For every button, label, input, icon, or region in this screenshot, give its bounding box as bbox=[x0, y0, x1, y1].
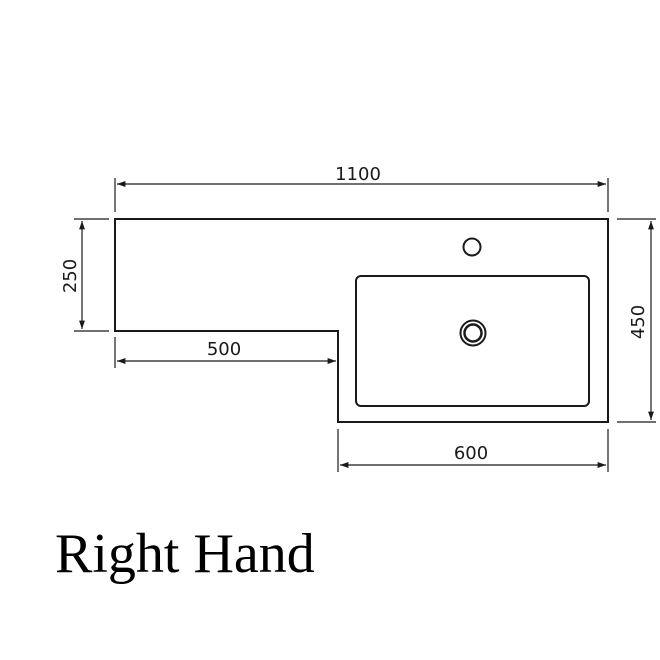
basin-outline bbox=[355, 275, 590, 407]
tap-hole bbox=[462, 237, 482, 257]
dimension-left-depth: 250 bbox=[60, 221, 85, 329]
dimension-label-right-width: 600 bbox=[454, 443, 488, 464]
drain bbox=[459, 319, 487, 347]
dimension-left-width: 500 bbox=[117, 339, 336, 364]
diagram-caption: Right Hand bbox=[55, 523, 315, 585]
dimension-label-right-depth: 450 bbox=[628, 305, 649, 339]
extension-lines bbox=[74, 178, 656, 472]
dimension-label-overall-width: 1100 bbox=[335, 164, 381, 185]
dimension-overall-width: 1100 bbox=[117, 164, 606, 187]
dimension-right-width: 600 bbox=[340, 443, 606, 468]
countertop-outline bbox=[114, 218, 609, 423]
dimension-label-left-width: 500 bbox=[207, 339, 241, 360]
dimension-right-depth: 450 bbox=[628, 221, 654, 420]
dimension-label-left-depth: 250 bbox=[60, 259, 81, 293]
